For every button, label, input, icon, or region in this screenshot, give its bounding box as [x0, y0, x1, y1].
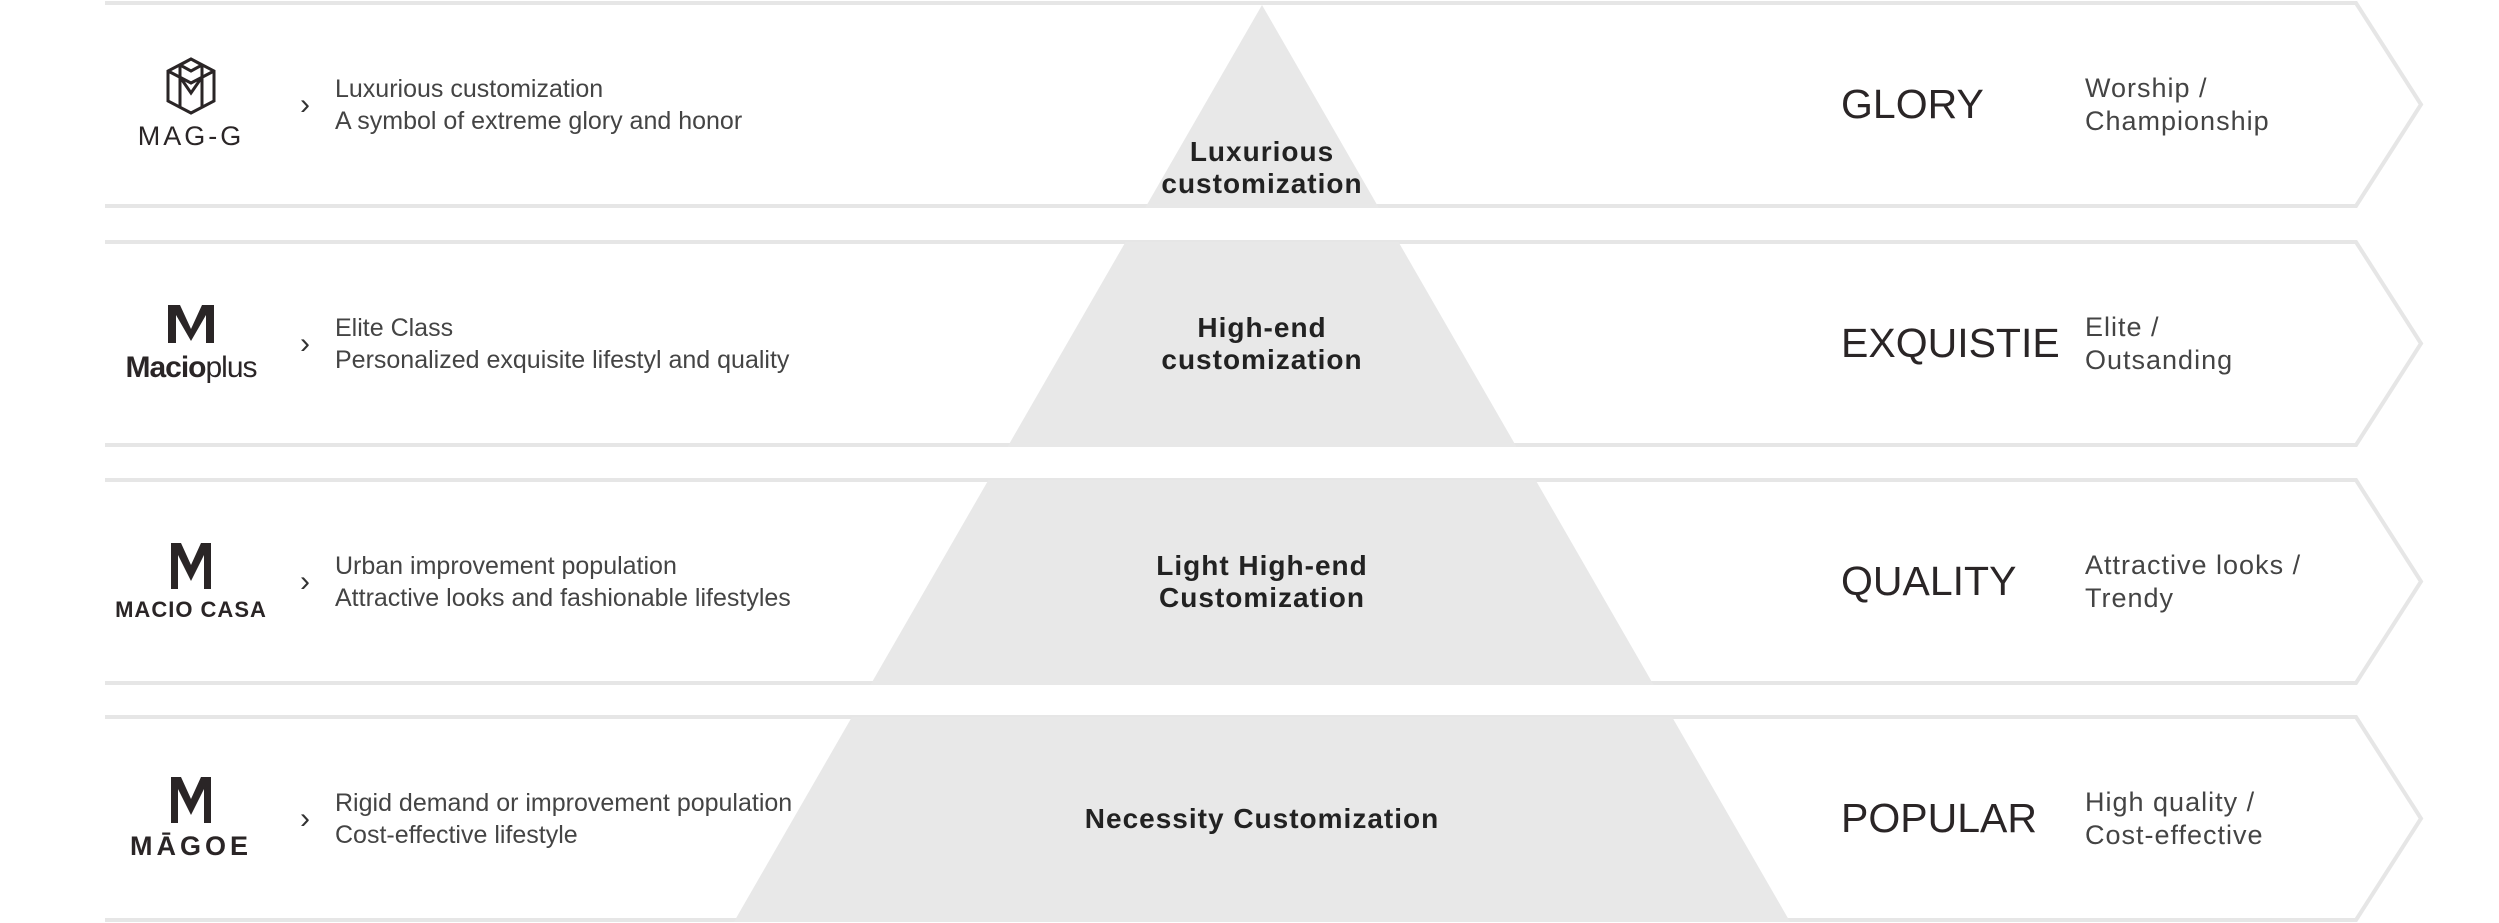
- brand-name-bold: Macio: [125, 350, 206, 384]
- description-line-2: A symbol of extreme glory and honor: [335, 106, 743, 135]
- tier-description: Luxurious customization A symbol of extr…: [335, 3, 742, 206]
- chevron-right-icon: ›: [300, 87, 310, 121]
- description-line-2: Personalized exquisite lifestyl and qual…: [335, 345, 790, 374]
- description-line-1: Luxurious customization: [335, 74, 604, 103]
- values-line-1: Worship /: [2085, 72, 2208, 103]
- brand-name: Macioplus: [125, 350, 257, 385]
- values-line-1: Attractive looks /: [2085, 549, 2302, 580]
- pyramid-tier-segment: [1145, 5, 1379, 208]
- chevron-right-icon: ›: [300, 564, 310, 598]
- tier-keyword: QUALITY: [1841, 558, 2017, 604]
- description-line-1: Rigid demand or improvement population: [335, 788, 793, 817]
- values-line-2: Cost-effective: [2085, 819, 2264, 850]
- pyramid-label: Necessity Customization: [1062, 717, 1462, 920]
- pyramid-label-line-2: customization: [1161, 343, 1363, 375]
- values-line-2: Outsanding: [2085, 344, 2234, 375]
- pyramid-label-line-2: customization: [1161, 168, 1363, 199]
- tier-keyword: POPULAR: [1841, 795, 2037, 841]
- macio-m-icon: [171, 542, 211, 589]
- brand-logo-magoe: MĀGOE: [105, 717, 277, 920]
- chevron-right-icon: ›: [300, 801, 310, 835]
- description-line-2: Attractive looks and fashionable lifesty…: [335, 583, 791, 612]
- macio-m-icon: [168, 304, 214, 343]
- tier-row-magoe: MĀGOE › Rigid demand or improvement popu…: [0, 717, 2499, 920]
- description-line-1: Urban improvement population: [335, 551, 677, 580]
- tier-description: Rigid demand or improvement population C…: [335, 717, 792, 920]
- brand-logo-mag-g: MAG-G: [105, 3, 277, 206]
- arrow-band: [105, 1, 2424, 208]
- tier-values: Elite / Outsanding: [2085, 242, 2233, 445]
- values-line-1: High quality /: [2085, 786, 2256, 817]
- pyramid-tier-segment: [733, 717, 1791, 922]
- tier-values: Attractive looks / Trendy: [2085, 480, 2301, 683]
- tier-row-macioplus: Macioplus › Elite Class Personalized exq…: [0, 242, 2499, 445]
- values-line-1: Elite /: [2085, 311, 2160, 342]
- magoe-m-icon: [171, 777, 211, 823]
- mag-g-cube-icon: [166, 57, 216, 115]
- tier-row-mag-g: MAG-G › Luxurious customization A symbol…: [0, 3, 2499, 206]
- arrow-band: [105, 240, 2424, 447]
- description-line-2: Cost-effective lifestyle: [335, 820, 578, 849]
- chevron-right-icon: ›: [300, 326, 310, 360]
- pyramid-label-line-1: High-end: [1197, 311, 1327, 343]
- tier-values: High quality / Cost-effective: [2085, 717, 2264, 920]
- brand-name: MĀGOE: [129, 831, 252, 861]
- tier-keyword: EXQUISTIE: [1841, 320, 2060, 366]
- tier-description: Urban improvement population Attractive …: [335, 480, 791, 683]
- pyramid-label-line-1: Luxurious: [1189, 136, 1335, 167]
- brand-name: MAG-G: [137, 121, 245, 151]
- pyramid-label: High-end customization: [1062, 242, 1462, 445]
- values-line-2: Championship: [2085, 105, 2270, 136]
- brand-logo-macioplus: Macioplus: [105, 242, 277, 445]
- pyramid-label-line-1: Necessity Customization: [1084, 802, 1440, 834]
- description-line-1: Elite Class: [335, 313, 454, 342]
- values-line-2: Trendy: [2085, 582, 2175, 613]
- brand-name: MACIO CASA: [115, 596, 267, 622]
- tier-row-macio-casa: MACIO CASA › Urban improvement populatio…: [0, 480, 2499, 683]
- brand-name-light: plus: [205, 350, 257, 384]
- tier-keyword: GLORY: [1841, 81, 1984, 127]
- pyramid-label-line-1: Light High-end Customization: [1156, 549, 1368, 613]
- pyramid-tier-segment: [1007, 242, 1517, 447]
- pyramid-label: Light High-end Customization: [1062, 480, 1462, 683]
- brand-logo-macio-casa: MACIO CASA: [105, 480, 277, 683]
- tier-values: Worship / Championship: [2085, 3, 2270, 206]
- pyramid-tier-segment: [870, 480, 1654, 685]
- tier-description: Elite Class Personalized exquisite lifes…: [335, 242, 789, 445]
- pyramid-label: Luxurious customization: [1062, 3, 1462, 206]
